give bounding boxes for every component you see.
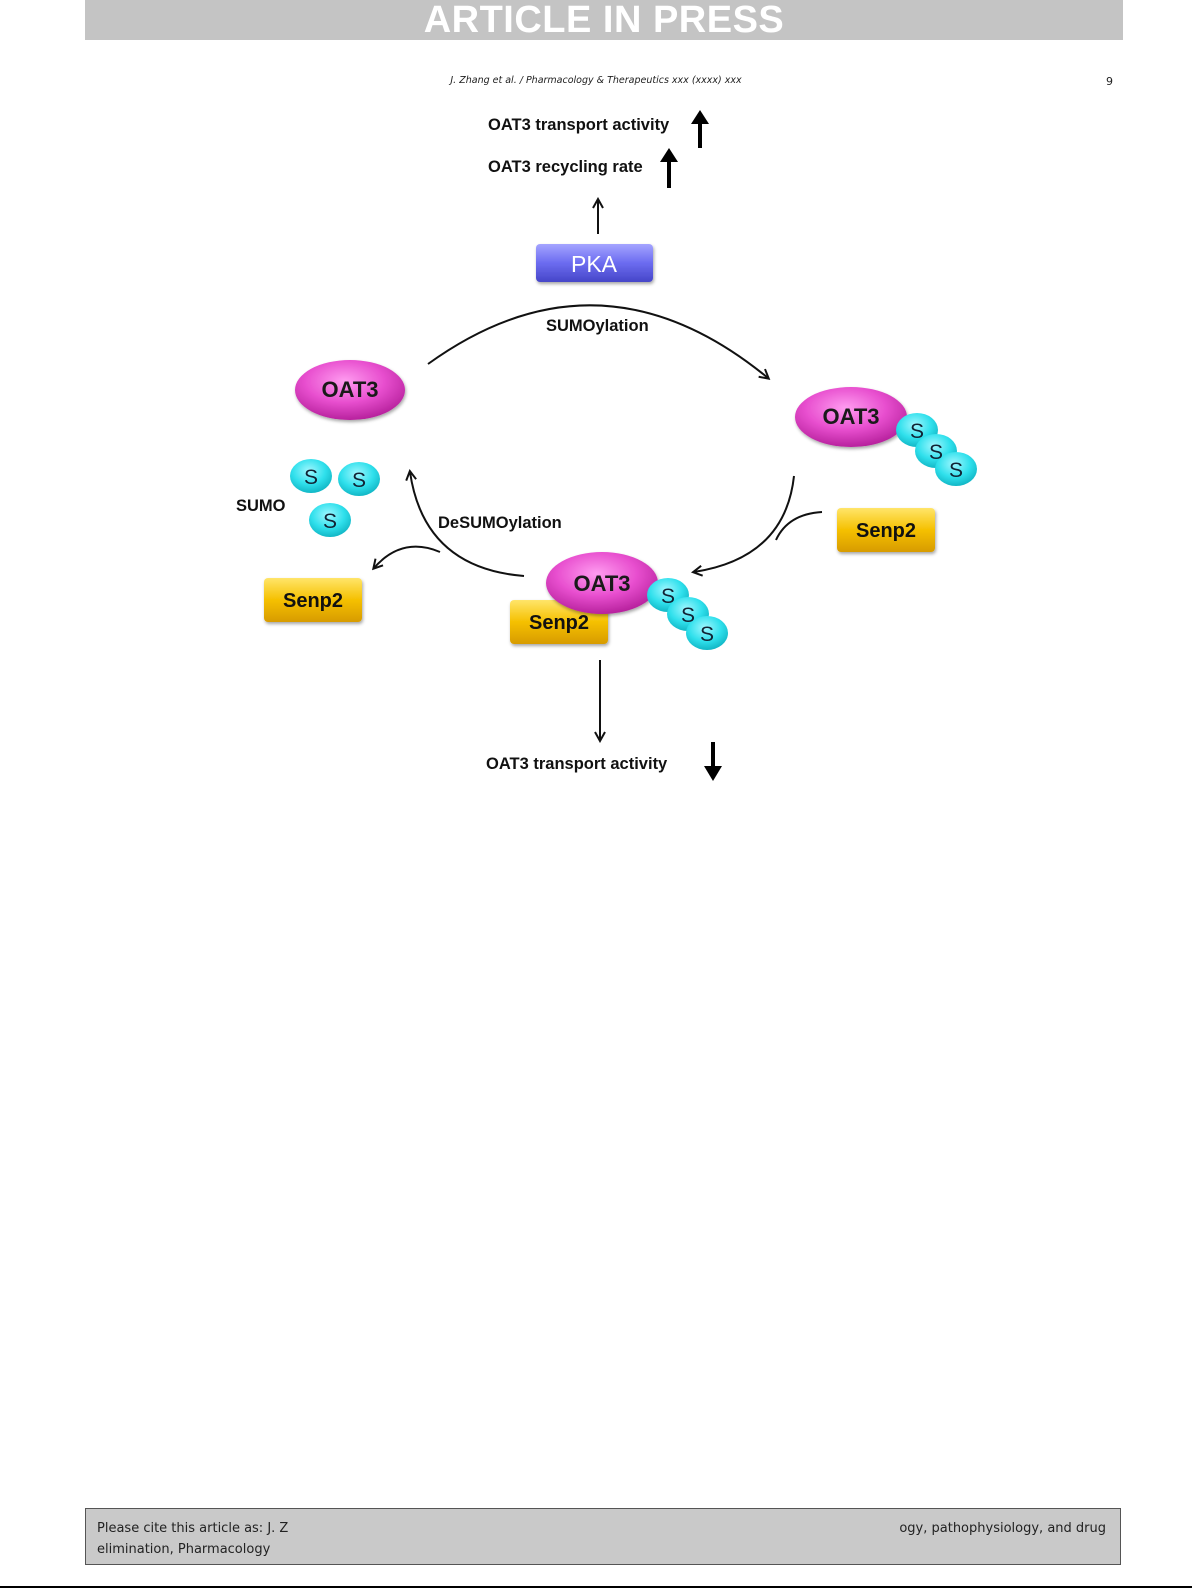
oat3-label-left: OAT3 [321,377,378,402]
recycling-rate-label: OAT3 recycling rate [488,158,643,176]
top-transport-activity-label: OAT3 transport activity [488,116,670,134]
bottom-rule [0,1586,1192,1588]
oat3-ellipse-right [795,387,907,447]
citation-line1-right: ogy, pathophysiology, and drug [899,1521,1106,1536]
sumo-letter: S [681,604,695,627]
senp2-box-right [837,508,935,552]
article-in-press-banner: ARTICLE IN PRESS [85,0,1123,40]
senp2-label-right: Senp2 [856,520,916,542]
sumo-label: SUMO [236,497,286,515]
sumo-chain-center [647,578,728,650]
sumo-letter: S [323,510,337,533]
citation-line1-left: Please cite this article as: J. Z [97,1521,289,1536]
citation-line2: elimination, Pharmacology [97,1542,271,1557]
oat3-ellipse-center [546,552,658,614]
sumo-letter: S [949,459,963,482]
page-number: 9 [1106,75,1113,88]
sumo-letter: S [929,441,943,464]
sumo-letter: S [661,585,675,608]
release-senp2-arrow [374,545,441,568]
senp2-join-line [775,511,823,541]
sumoylation-arrow [427,304,768,378]
oat3-label-center: OAT3 [573,571,630,596]
up-arrow-icon [691,110,709,148]
free-sumo [290,459,380,537]
citation-box: Please cite this article as: J. Z ogy, p… [85,1508,1121,1565]
right-to-complex-arrow [694,475,795,572]
sumo-letter: S [910,420,924,443]
senp2-label-left: Senp2 [283,590,343,612]
running-head: J. Zhang et al. / Pharmacology & Therape… [450,75,742,86]
bottom-transport-activity-label: OAT3 transport activity [486,755,668,773]
sumoylation-label: SUMOylation [546,317,649,335]
down-arrow-icon [704,742,722,781]
pka-label: PKA [571,251,618,277]
sumo-letter: S [304,466,318,489]
senp2-label-center: Senp2 [529,612,589,634]
up-arrow-icon [660,148,678,188]
oat3-sumoylation-diagram: OAT3 transport activity OAT3 recycling r… [236,110,977,781]
sumo-chain-right [896,413,977,486]
pka-box [536,244,653,282]
sumo-letter: S [352,469,366,492]
sumo-letter: S [700,623,714,646]
senp2-box-left [264,578,362,622]
desumoylation-label: DeSUMOylation [438,514,562,532]
oat3-label-right: OAT3 [822,404,879,429]
desumoylation-arrow [410,472,525,577]
banner-text: ARTICLE IN PRESS [423,0,785,41]
oat3-ellipse-left [295,360,405,420]
